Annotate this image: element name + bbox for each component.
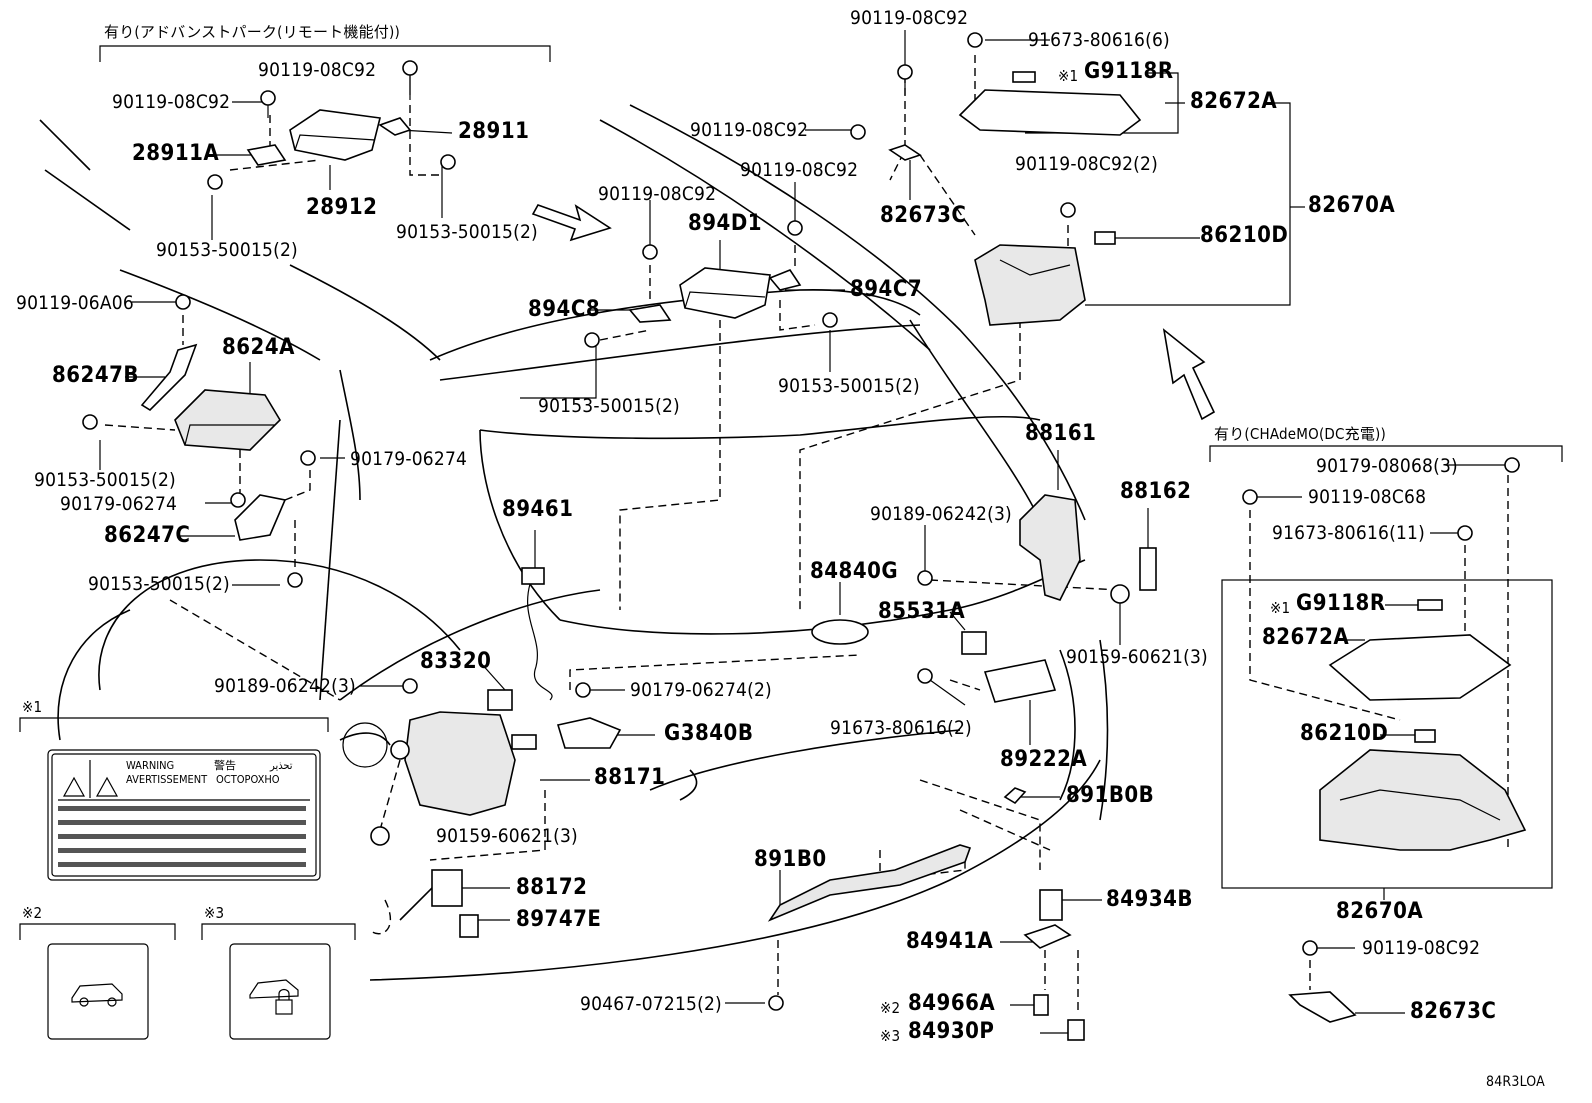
warning-triangle-icon <box>62 760 119 798</box>
label-g9118r: G9118R <box>1296 591 1386 616</box>
label-894d1: 894D1 <box>688 211 763 236</box>
label-86247c: 86247C <box>104 523 191 548</box>
label-90119-08c92: 90119-08C92 <box>598 183 717 205</box>
label-90119-08c92: 90119-08C92 <box>850 7 969 29</box>
label-90179-06274: 90179-06274 <box>350 448 468 470</box>
label-90153-50015: 90153-50015(2) <box>778 375 920 397</box>
label-90179-08068: 90179-08068(3) <box>1316 455 1458 477</box>
label-91673-80616-2: 91673-80616(2) <box>830 717 972 739</box>
label-90119-08c68: 90119-08C68 <box>1308 486 1427 508</box>
note-1-marker: ※1 <box>1270 599 1291 617</box>
label-top-left-group: 有り(アドバンストパーク(リモート機能付)) <box>104 23 400 41</box>
legend-note-1: ※1 <box>22 698 43 716</box>
label-86210d: 86210D <box>1200 223 1289 248</box>
label-88172: 88172 <box>516 875 588 900</box>
label-83320: 83320 <box>420 649 492 674</box>
warning-text-ru: OCTOPOXHO <box>216 773 280 786</box>
label-84840g: 84840G <box>810 559 899 584</box>
label-82670a: 82670A <box>1336 899 1424 924</box>
label-28911a: 28911A <box>132 141 220 166</box>
label-90153-50015: 90153-50015(2) <box>396 221 538 243</box>
label-89747e: 89747E <box>516 907 602 932</box>
label-91673-80616-11: 91673-80616(11) <box>1272 522 1425 544</box>
label-chademo-group: 有り(CHAdeMO(DC充電)) <box>1214 425 1386 443</box>
label-89222a: 89222A <box>1000 747 1088 772</box>
label-82672a: 82672A <box>1262 625 1350 650</box>
label-28911: 28911 <box>458 119 530 144</box>
label-90153-50015: 90153-50015(2) <box>538 395 680 417</box>
label-86247b: 86247B <box>52 363 139 388</box>
label-90119-08c92: 90119-08C92 <box>112 91 231 113</box>
label-90189-06242: 90189-06242(3) <box>214 675 356 697</box>
label-8624a: 8624A <box>222 335 295 360</box>
label-90153-50015: 90153-50015(2) <box>156 239 298 261</box>
note-1-marker: ※1 <box>1058 67 1079 85</box>
diagram-ref-code: 84R3LOA <box>1486 1074 1545 1090</box>
car-remote-lock-icon <box>229 943 331 1040</box>
label-82673c: 82673C <box>880 203 967 228</box>
label-g3840b: G3840B <box>664 721 754 746</box>
label-90119-08c92: 90119-08C92 <box>258 59 377 81</box>
label-90119-08c92: 90119-08C92 <box>740 159 859 181</box>
warning-text-fr: AVERTISSEMENT <box>126 773 208 786</box>
warning-text-jp: 警告 <box>214 759 236 772</box>
label-90153-50015: 90153-50015(2) <box>88 573 230 595</box>
label-90179-06274: 90179-06274 <box>60 493 178 515</box>
direction-arrow-icon <box>531 204 1216 421</box>
group-brackets <box>19 45 1563 940</box>
label-88171: 88171 <box>594 765 666 790</box>
label-90189-06242: 90189-06242(3) <box>870 503 1012 525</box>
label-891b0: 891B0 <box>754 847 827 872</box>
warning-text-ar: تحذير <box>270 759 293 772</box>
label-86210d: 86210D <box>1300 721 1389 746</box>
label-88161: 88161 <box>1025 421 1097 446</box>
label-84930p: 84930P <box>908 1019 995 1044</box>
label-90119-08c92-2: 90119-08C92(2) <box>1015 153 1158 175</box>
label-g9118r: G9118R <box>1084 59 1174 84</box>
label-90467-07215: 90467-07215(2) <box>580 993 722 1015</box>
label-90159-60621: 90159-60621(3) <box>1066 646 1208 668</box>
parts <box>82 32 1527 1041</box>
label-82673c: 82673C <box>1410 999 1497 1024</box>
label-84966a: 84966A <box>908 991 996 1016</box>
label-90119-08c92: 90119-08C92 <box>1362 937 1481 959</box>
label-89461: 89461 <box>502 497 574 522</box>
note-2-marker: ※2 <box>880 999 901 1017</box>
car-silhouette-icon <box>47 943 149 1040</box>
legend-note-3: ※3 <box>204 904 225 922</box>
label-894c7: 894C7 <box>850 277 923 302</box>
label-90119-08c92: 90119-08C92 <box>690 119 809 141</box>
legend-note-2: ※2 <box>22 904 43 922</box>
assembly-dashes <box>104 55 1509 1015</box>
label-84941a: 84941A <box>906 929 994 954</box>
warning-text-en: WARNING <box>126 759 175 772</box>
label-91673-80616-6: 91673-80616(6) <box>1028 29 1170 51</box>
label-90179-06274-2: 90179-06274(2) <box>630 679 772 701</box>
label-90119-06a06: 90119-06A06 <box>16 292 134 314</box>
label-90159-60621: 90159-60621(3) <box>436 825 578 847</box>
label-82670a: 82670A <box>1308 193 1396 218</box>
warning-label <box>47 749 321 881</box>
leader-lines <box>99 30 1520 1034</box>
label-85531a: 85531A <box>878 599 966 624</box>
label-84934b: 84934B <box>1106 887 1193 912</box>
note-3-marker: ※3 <box>880 1027 901 1045</box>
label-894c8: 894C8 <box>528 297 601 322</box>
label-28912: 28912 <box>306 195 378 220</box>
label-82672a: 82672A <box>1190 89 1278 114</box>
label-90153-50015: 90153-50015(2) <box>34 469 176 491</box>
label-88162: 88162 <box>1120 479 1192 504</box>
label-891b0b: 891B0B <box>1066 783 1155 808</box>
